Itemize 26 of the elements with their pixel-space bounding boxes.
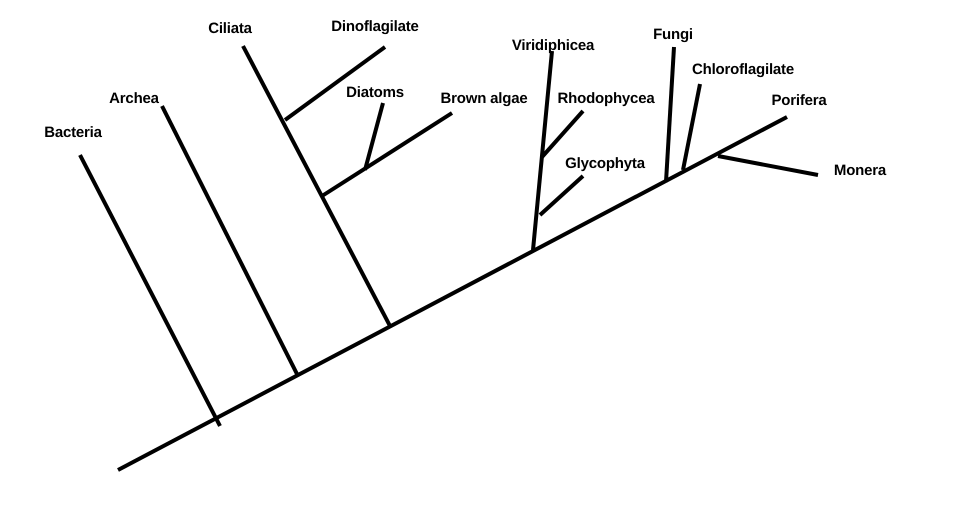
taxon-label: Chloroflagilate	[692, 62, 794, 78]
taxon-label: Glycophyta	[565, 156, 645, 172]
branch-line	[320, 111, 454, 198]
branch-line	[241, 45, 392, 327]
branch-line	[538, 174, 584, 216]
taxon-label: Archea	[109, 90, 159, 108]
branch-line	[363, 102, 385, 171]
taxon-label: Viridiphicea	[512, 38, 594, 54]
taxon-label: Brown algae	[440, 90, 528, 108]
branch-line	[117, 115, 788, 472]
branch-line	[718, 154, 818, 177]
branch-line	[664, 46, 676, 182]
taxon-label: Monera	[834, 162, 886, 180]
branch-line	[531, 50, 554, 250]
branch-line	[160, 105, 300, 377]
branch-line	[540, 110, 584, 158]
taxon-label: Dinoflagilate	[331, 18, 419, 36]
taxon-label: Porifera	[771, 92, 827, 110]
taxon-label: Bacteria	[44, 124, 102, 142]
branch-line	[78, 154, 222, 427]
taxon-label: Diatoms	[346, 84, 404, 102]
branch-line	[284, 45, 386, 122]
branch-line	[681, 84, 702, 170]
taxon-label: Rhodophycea	[558, 90, 654, 108]
taxon-label: Ciliata	[208, 20, 252, 38]
taxon-label: Fungi	[653, 26, 693, 44]
